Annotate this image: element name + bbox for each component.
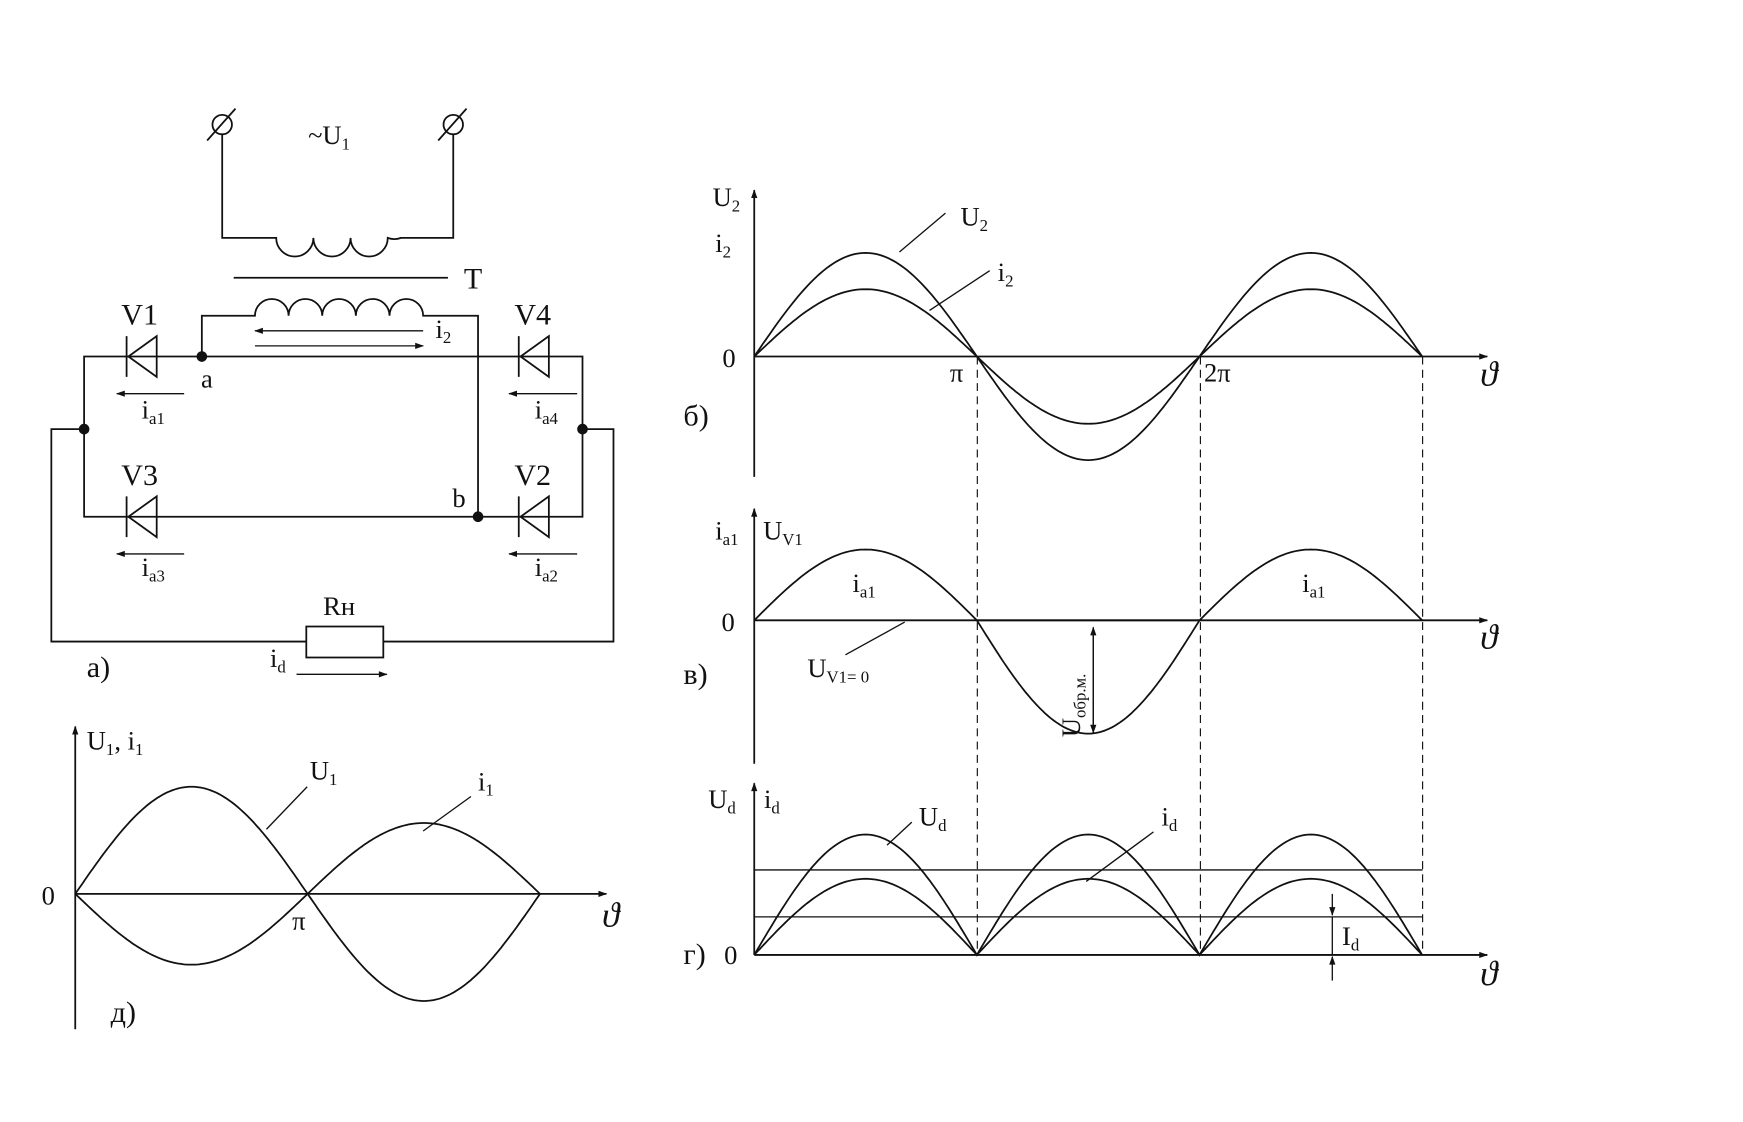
curve-ud [753, 833, 1423, 957]
node-a-label: a [201, 363, 213, 393]
curve-uv1-reverse [976, 619, 1201, 735]
curve-u1-label: U1 [310, 756, 338, 789]
secondary-current-label: i2 [436, 314, 452, 347]
panel-v: ia1 UV1 ia1 ia1 UV1= 0 Uобр.м. 0 ϑ в) [683, 507, 1499, 764]
curve-id-label: id [1161, 802, 1177, 835]
diode-label-v1: V1 [121, 298, 158, 332]
panel-g: Ud id Ud id Id г) 0 ϑ [683, 782, 1499, 993]
bridge-wiring [83, 355, 584, 518]
uv1-zero-label: UV1= 0 [807, 653, 869, 686]
leader-u1 [265, 786, 308, 830]
panel-g-y-label-left: Ud [708, 784, 736, 817]
diode-label-v2: V2 [514, 458, 551, 492]
panel-v-zero: 0 [721, 607, 734, 637]
curve-ud-label: Ud [919, 802, 947, 835]
panel-label-a: а) [87, 650, 110, 684]
anode-current-arrows [115, 390, 578, 558]
panel-d-y-label: U1, i1 [87, 726, 144, 759]
transformer-label: T [464, 261, 482, 295]
load-wiring [50, 428, 615, 643]
diode-v4 [517, 334, 550, 379]
curve-ia1-label-2: ia1 [1302, 568, 1325, 601]
curve-u2-label: U2 [961, 201, 989, 234]
anode-current-label-a3: ia3 [142, 552, 165, 585]
diode-v1 [125, 334, 158, 379]
secondary-winding [200, 298, 479, 517]
diode-v2 [517, 494, 550, 539]
panel-label-b: б) [683, 399, 708, 433]
tick-2pi: 2π [1204, 357, 1231, 387]
leader-i1 [422, 795, 472, 832]
anode-current-label-a2: ia2 [535, 552, 558, 585]
tick-pi: π [950, 357, 963, 387]
node-b-dot [472, 511, 484, 523]
diode-v3 [125, 494, 158, 539]
panel-g-zero: 0 [724, 940, 737, 970]
mean-current-label: Id [1342, 921, 1360, 954]
panel-label-g: г) [683, 937, 705, 971]
leader-u2 [898, 212, 946, 253]
curve-i1 [74, 822, 541, 966]
panel-g-y-label-right: id [764, 784, 780, 817]
panel-g-theta: ϑ [1480, 953, 1499, 993]
diode-label-v4: V4 [514, 298, 551, 332]
node-b-label: b [452, 483, 465, 513]
anode-current-label-a4: ia4 [535, 394, 559, 427]
panel-d-tick-pi: π [292, 905, 305, 935]
panel-v-y-label-left: ia1 [715, 516, 738, 549]
source-voltage-label: ~U1 [308, 120, 350, 153]
panel-b-y-label-bottom: i2 [715, 228, 731, 261]
source-terminal-left [206, 108, 237, 142]
junction-left [78, 423, 90, 435]
junction-right [577, 423, 588, 435]
load-resistor-label: Rн [323, 591, 355, 621]
curve-ia1 [753, 548, 1423, 622]
panel-b: U2 i2 U2 i2 0 π 2π ϑ б) [683, 182, 1499, 477]
leader-i2 [929, 270, 991, 312]
secondary-current-arrows [254, 327, 425, 349]
panel-d-zero: 0 [42, 880, 55, 910]
panel-d: U1, i1 U1 i1 0 π ϑ д) [42, 726, 621, 1030]
panel-label-v: в) [683, 657, 707, 691]
panel-b-theta: ϑ [1480, 354, 1499, 394]
panel-b-y-label-top: U2 [713, 182, 741, 215]
period-dashed-lines [976, 356, 1424, 955]
rectifier-figure: ~U1 T i2 V1 V4 [42, 108, 1499, 1030]
curve-i1-label: i1 [478, 766, 494, 799]
curve-id [753, 877, 1423, 957]
leader-id [1085, 831, 1154, 882]
diode-label-v3: V3 [121, 458, 158, 492]
primary-winding [221, 134, 455, 258]
node-a-dot [196, 351, 208, 362]
reverse-voltage-label: Uобр.м. [1056, 674, 1089, 738]
load-resistor [305, 625, 385, 659]
anode-current-label-a1: ia1 [142, 394, 165, 427]
curve-ia1-label-1: ia1 [853, 568, 876, 601]
curve-u2 [753, 252, 1423, 461]
panel-v-y-label-right: UV1 [763, 516, 803, 549]
leader-uv1-zero [845, 621, 906, 656]
panel-d-theta: ϑ [602, 895, 621, 935]
leader-ud [886, 821, 913, 846]
load-current-label: id [270, 643, 286, 676]
curve-i2-label: i2 [998, 257, 1014, 290]
panel-label-d: д) [111, 995, 136, 1029]
curve-i2 [753, 288, 1423, 425]
circuit-diagram: ~U1 T i2 V1 V4 [50, 108, 615, 684]
panel-v-theta: ϑ [1480, 617, 1499, 657]
panel-b-zero: 0 [722, 343, 735, 373]
